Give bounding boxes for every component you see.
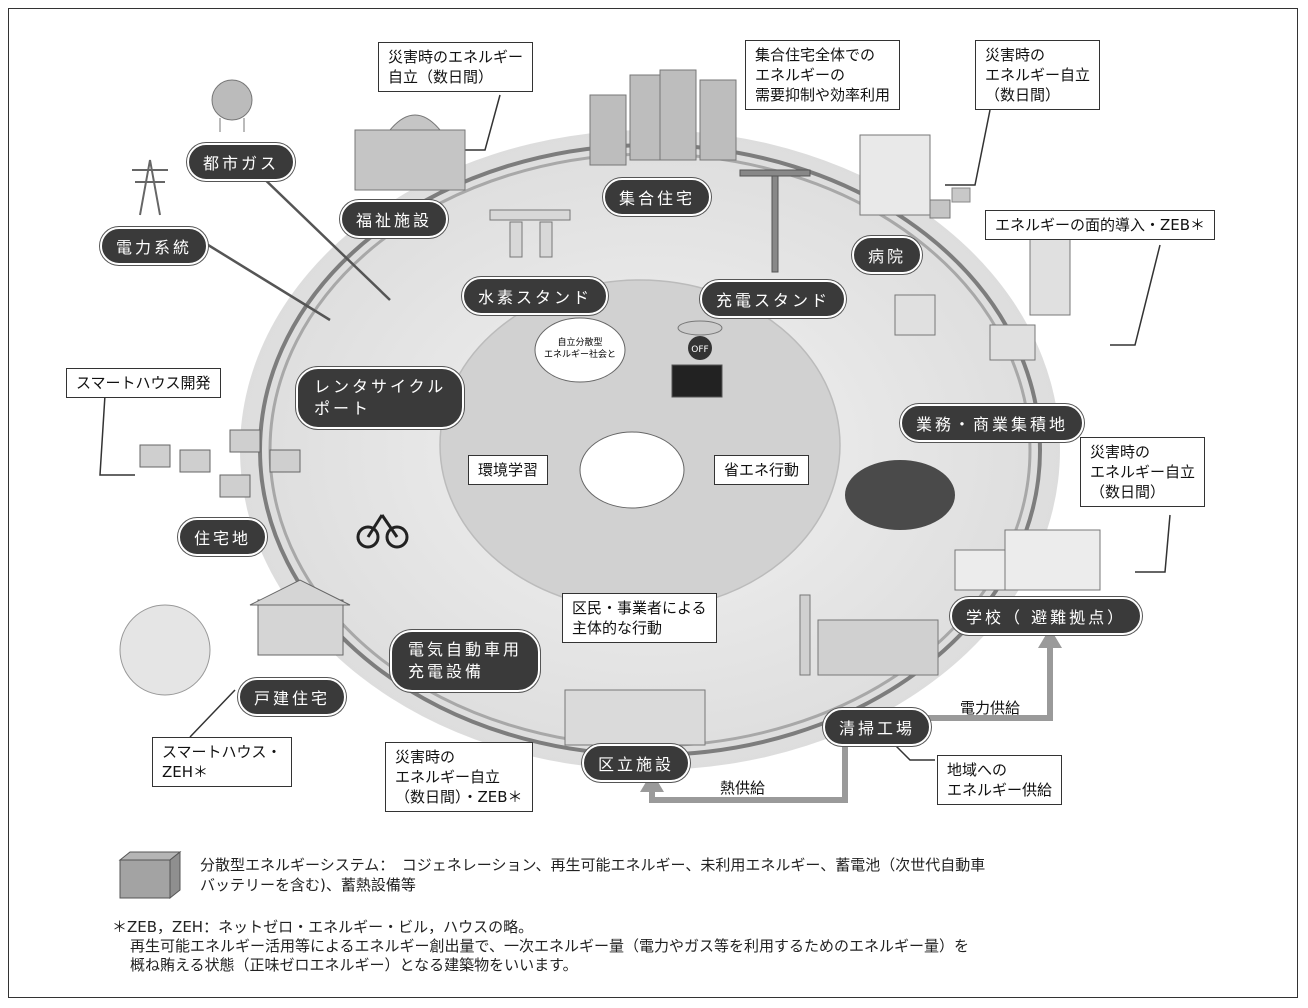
apartment-buildings <box>589 69 737 166</box>
node-kodate: 戸建住宅 <box>238 678 347 716</box>
legend-system-line1: 分散型エネルギーシステム： コジェネレーション、再生可能エネルギー、未利用エネル… <box>200 856 986 874</box>
school-building <box>954 529 1101 591</box>
off-text: OFF <box>691 345 708 355</box>
power-line <box>199 238 331 322</box>
footnote-line3: 概ね賄える状態（正味ゼロエネルギー）となる建築物をいいます。 <box>130 956 578 974</box>
node-gyomu-shogyo: 業務・商業集積地 <box>900 404 1085 442</box>
speech-bubble: 自立分散型 エネルギー社会と <box>534 317 626 383</box>
callout-shugo: 集合住宅全体での エネルギーの 需要抑制や効率利用 <box>745 40 901 110</box>
speech-bubble-text-1: 自立分散型 <box>557 336 602 348</box>
off-lamp: OFF <box>677 320 723 360</box>
callout-kodate: スマートハウス・ ZEH＊ <box>152 737 292 787</box>
node-seiso-kojo: 清掃工場 <box>823 708 932 746</box>
callout-byoin: 災害時の エネルギー自立 （数日間） <box>975 40 1101 110</box>
leader-gakko <box>1135 514 1171 573</box>
callout-fukushi: 災害時のエネルギー 自立（数日間） <box>378 42 534 92</box>
leader-byoin <box>945 109 991 186</box>
park <box>845 460 955 530</box>
label-shoene-kodo: 省エネ行動 <box>714 455 810 485</box>
smart-house-user-portrait <box>119 604 211 696</box>
label-kumin-kodo: 区民・事業者による 主体的な行動 <box>562 593 717 643</box>
node-denryoku-keito: 電力系統 <box>100 227 209 265</box>
callout-gyomu: エネルギーの面的導入・ZEB＊ <box>985 210 1216 240</box>
diagram-svg: 自立分散型 エネルギー社会と OFF <box>99 69 1171 803</box>
power-supply-arrowhead <box>1038 628 1062 648</box>
legend-system-line2: バッテリーを含む)、蓄熱設備等 <box>200 876 416 894</box>
bicycle-icon <box>356 514 409 549</box>
gas-line <box>254 169 391 301</box>
heat-supply-arrow <box>649 735 848 803</box>
footnote-line2: 再生可能エネルギー活用等によるエネルギー創出量で、一次エネルギー量（電力やガス等… <box>130 937 969 955</box>
energy-system-legend-cube <box>118 850 182 900</box>
welfare-building <box>354 114 466 191</box>
leader-gyomu <box>1110 244 1161 346</box>
node-ev-setsubi: 電気自動車用 充電設備 <box>390 630 541 692</box>
houses <box>139 429 301 498</box>
leader-smart <box>99 394 135 476</box>
tv-icon <box>671 364 723 398</box>
ward-facility <box>564 689 706 746</box>
hospital-building <box>859 134 951 219</box>
label-kankyo-gakushu: 環境学習 <box>468 455 549 485</box>
node-shugo-jutaku: 集合住宅 <box>603 178 712 216</box>
callout-kuritsu: 災害時の エネルギー自立 （数日間）・ZEB＊ <box>385 742 533 812</box>
footnote-line1: ＊ZEB，ZEH：ネットゼロ・エネルギー・ビル，ハウスの略。 <box>112 918 534 936</box>
charging-pole <box>739 169 811 273</box>
callout-gakko: 災害時の エネルギー自立 （数日間） <box>1080 437 1206 507</box>
power-supply-arrow <box>928 645 1053 721</box>
leader-kodate <box>189 689 236 738</box>
node-toshi-gas: 都市ガス <box>187 143 296 181</box>
arrow-label-denryoku: 電力供給 <box>960 699 1021 717</box>
business-district <box>894 224 1071 361</box>
callout-chiiki: 地域への エネルギー供給 <box>937 755 1063 805</box>
callout-smart-kaihatsu: スマートハウス開発 <box>66 368 221 398</box>
node-rental-cycle: レンタサイクル ポート <box>296 367 465 429</box>
gas-tank-icon <box>211 79 253 132</box>
node-jutakuchi: 住宅地 <box>178 518 268 556</box>
power-tower-icon <box>132 159 168 216</box>
node-suiso-stand: 水素スタンド <box>462 277 609 315</box>
speech-bubble-text-2: エネルギー社会と <box>544 348 616 360</box>
detached-house <box>249 579 351 656</box>
house-thought-bubble <box>579 431 685 509</box>
cleaning-factory <box>799 594 939 676</box>
node-gakko: 学校（ 避難拠点） <box>950 597 1143 635</box>
hydrogen-station <box>489 209 571 258</box>
energy-system-legend-box-illus <box>951 187 971 203</box>
node-kuritsu-shisetsu: 区立施設 <box>582 744 691 782</box>
arrow-label-netsu: 熱供給 <box>720 779 766 797</box>
heat-supply-arrowhead <box>640 772 664 792</box>
node-juden-stand: 充電スタンド <box>700 280 847 318</box>
node-byoin: 病院 <box>852 236 923 274</box>
node-fukushi-shisetsu: 福祉施設 <box>340 200 449 238</box>
